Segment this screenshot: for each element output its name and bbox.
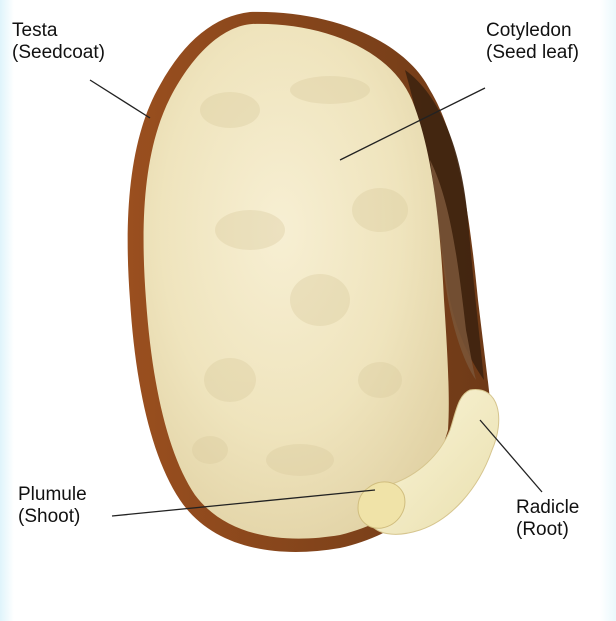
testa-label-common: (Seedcoat) <box>12 42 105 64</box>
testa-label: Testa (Seedcoat) <box>12 20 105 64</box>
plumule-label-common: (Shoot) <box>18 506 87 528</box>
cotyledon-label-common: (Seed leaf) <box>486 42 579 64</box>
testa-label-name: Testa <box>12 20 105 42</box>
radicle-label-common: (Root) <box>516 519 579 541</box>
cotyledon-label-name: Cotyledon <box>486 20 579 42</box>
testa-leader-line <box>90 80 150 118</box>
radicle-label-name: Radicle <box>516 497 579 519</box>
cotyledon-label: Cotyledon (Seed leaf) <box>486 20 579 64</box>
radicle-label: Radicle (Root) <box>516 497 579 541</box>
plumule-label: Plumule (Shoot) <box>18 484 87 528</box>
plumule-label-name: Plumule <box>18 484 87 506</box>
